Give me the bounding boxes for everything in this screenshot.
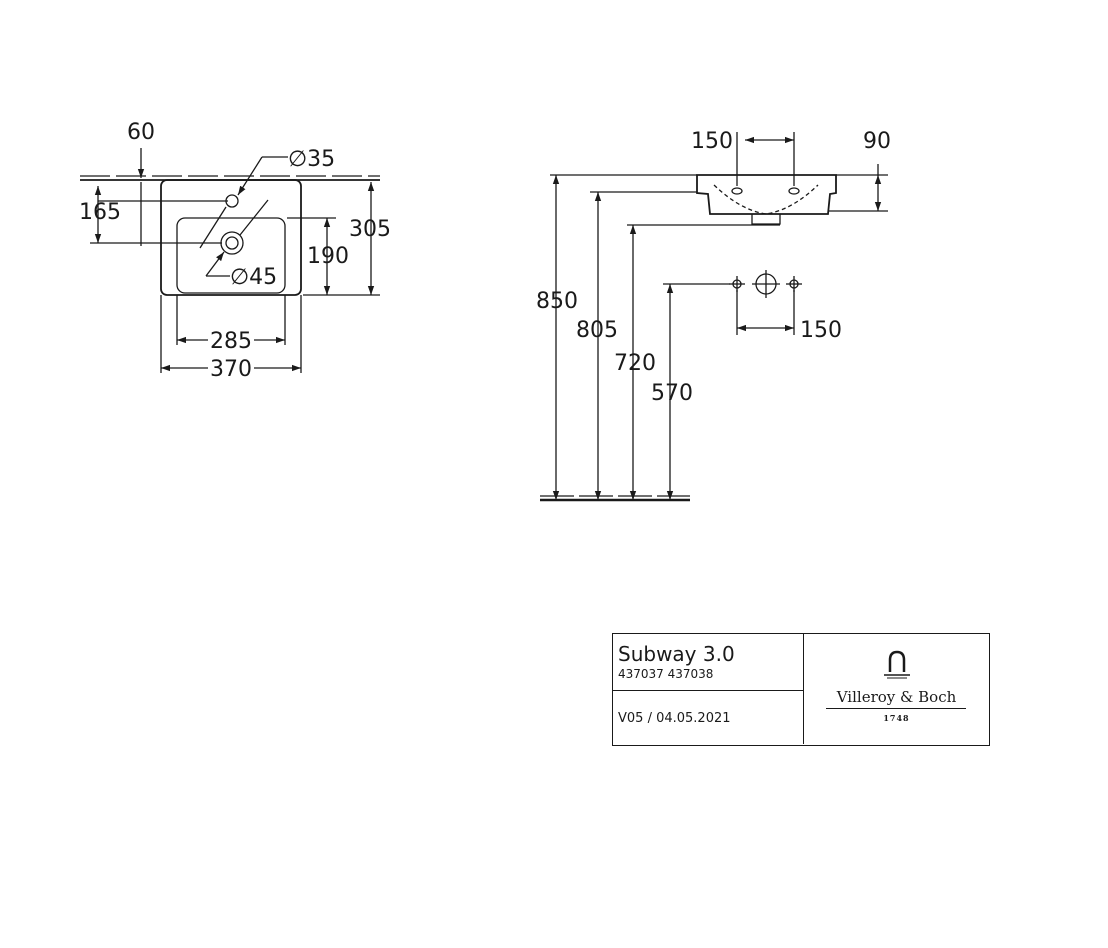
brand-underline xyxy=(826,708,966,709)
dim-diameter-35: ∅35 xyxy=(288,147,335,172)
basin-outline xyxy=(160,179,302,296)
bowl-outline xyxy=(176,217,286,294)
leader-35-tail xyxy=(199,206,227,249)
dim-370: 370 xyxy=(210,357,252,382)
dim-150-bottom: 150 xyxy=(800,318,842,343)
product-name: Subway 3.0 xyxy=(618,642,735,666)
leader-45-top xyxy=(239,199,269,236)
dim-150-top: 150 xyxy=(691,129,733,154)
article-numbers: 437037 437038 xyxy=(618,667,714,681)
wall-connections xyxy=(729,270,802,298)
tap-hole-left xyxy=(731,187,743,195)
dim-60: 60 xyxy=(127,120,155,145)
dim-570: 570 xyxy=(651,381,693,406)
brand-year: 1748 xyxy=(883,713,910,723)
title-block: Subway 3.0 437037 437038 V05 / 04.05.202… xyxy=(612,633,990,746)
waste-outlet xyxy=(751,214,781,225)
dim-305: 305 xyxy=(349,217,391,242)
brand-logo: Villeroy & Boch 1748 xyxy=(804,634,989,744)
side-view: 150 90 850 805 720 570 xyxy=(536,129,891,502)
dim-805: 805 xyxy=(576,318,618,343)
basin-front xyxy=(696,174,837,215)
title-block-info: Subway 3.0 437037 437038 V05 / 04.05.202… xyxy=(613,634,804,744)
title-block-product-cell: Subway 3.0 437037 437038 xyxy=(613,634,803,691)
brand-name: Villeroy & Boch xyxy=(836,688,957,706)
tap-hole-right xyxy=(788,187,800,195)
version-date: V05 / 04.05.2021 xyxy=(618,711,731,726)
leader-45 xyxy=(205,251,225,277)
waste-inner xyxy=(225,236,239,250)
bowl-hidden-line xyxy=(713,184,819,215)
dim-90: 90 xyxy=(863,129,891,154)
dim-850: 850 xyxy=(536,289,578,314)
leader-35 xyxy=(237,156,263,196)
dim-diameter-45: ∅45 xyxy=(230,265,277,290)
dim-285: 285 xyxy=(210,329,252,354)
faucet-logo-icon xyxy=(884,650,910,679)
dim-190: 190 xyxy=(307,244,349,269)
top-view: 60 165 ∅35 ∅45 190 305 285 xyxy=(79,120,391,382)
waste-outer xyxy=(220,231,244,255)
dim-720: 720 xyxy=(614,351,656,376)
dim-165: 165 xyxy=(79,200,121,225)
